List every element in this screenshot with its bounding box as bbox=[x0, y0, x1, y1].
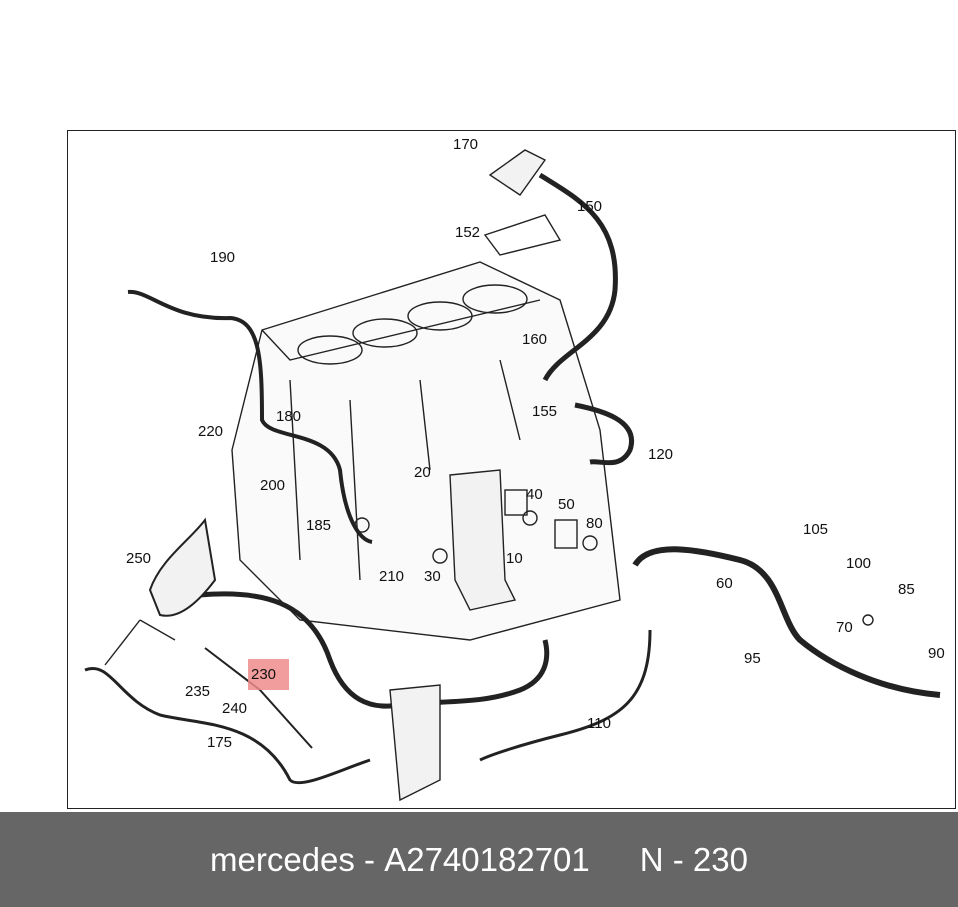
diagram-frame bbox=[67, 130, 956, 809]
oil-cooler-10 bbox=[449, 469, 517, 611]
callout-20[interactable]: 20 bbox=[414, 464, 431, 481]
callout-40[interactable]: 40 bbox=[526, 486, 543, 503]
position-label: N - 230 bbox=[639, 840, 748, 878]
callout-240[interactable]: 240 bbox=[222, 700, 248, 717]
callout-180[interactable]: 180 bbox=[276, 408, 302, 425]
engine-block-illustration bbox=[84, 149, 941, 802]
callout-220[interactable]: 220 bbox=[198, 423, 224, 440]
separator: - bbox=[354, 840, 385, 878]
callout-235[interactable]: 235 bbox=[185, 683, 211, 700]
callout-105[interactable]: 105 bbox=[803, 521, 829, 538]
pump-250 bbox=[148, 517, 217, 617]
hose-120 bbox=[574, 402, 635, 466]
callout-175[interactable]: 175 bbox=[207, 734, 233, 751]
hose-110 bbox=[479, 629, 652, 762]
callout-10[interactable]: 10 bbox=[506, 550, 523, 567]
callout-152[interactable]: 152 bbox=[455, 224, 481, 241]
callout-170[interactable]: 170 bbox=[453, 136, 479, 153]
callout-150[interactable]: 150 bbox=[577, 198, 603, 215]
callout-110[interactable]: 110 bbox=[587, 715, 611, 732]
callout-100[interactable]: 100 bbox=[846, 555, 872, 572]
pipe-240 bbox=[204, 647, 313, 749]
callout-190[interactable]: 190 bbox=[210, 249, 236, 266]
callout-60[interactable]: 60 bbox=[716, 575, 733, 592]
callout-70[interactable]: 70 bbox=[836, 619, 853, 636]
callout-200[interactable]: 200 bbox=[260, 477, 286, 494]
hose-150 bbox=[538, 172, 618, 382]
callout-85[interactable]: 85 bbox=[898, 581, 915, 598]
callout-185[interactable]: 185 bbox=[306, 517, 332, 534]
hose-180 bbox=[127, 289, 373, 544]
hose-60 bbox=[632, 546, 941, 698]
hose-175 bbox=[84, 666, 371, 785]
gasket-152 bbox=[483, 214, 562, 256]
housing-lower bbox=[389, 684, 441, 802]
part-caption-bar: mercedes - A2740182701 N - 230 bbox=[0, 812, 958, 907]
callout-210[interactable]: 210 bbox=[379, 568, 405, 585]
callout-50[interactable]: 50 bbox=[558, 496, 575, 513]
pipe-190-bracket bbox=[104, 619, 176, 666]
highlight-marker bbox=[248, 659, 289, 690]
callout-230[interactable]: 230 bbox=[251, 666, 277, 683]
engine-block bbox=[231, 261, 621, 641]
callout-155[interactable]: 155 bbox=[532, 403, 558, 420]
callout-250[interactable]: 250 bbox=[126, 550, 152, 567]
callout-90[interactable]: 90 bbox=[928, 645, 945, 662]
callout-160[interactable]: 160 bbox=[522, 331, 548, 348]
bracket-170 bbox=[488, 149, 547, 196]
callout-30[interactable]: 30 bbox=[424, 568, 441, 585]
part-number: A2740182701 bbox=[384, 840, 590, 878]
callout-120[interactable]: 120 bbox=[648, 446, 674, 463]
callout-95[interactable]: 95 bbox=[744, 650, 761, 667]
brand-name: mercedes bbox=[210, 840, 355, 878]
callout-80[interactable]: 80 bbox=[586, 515, 603, 532]
